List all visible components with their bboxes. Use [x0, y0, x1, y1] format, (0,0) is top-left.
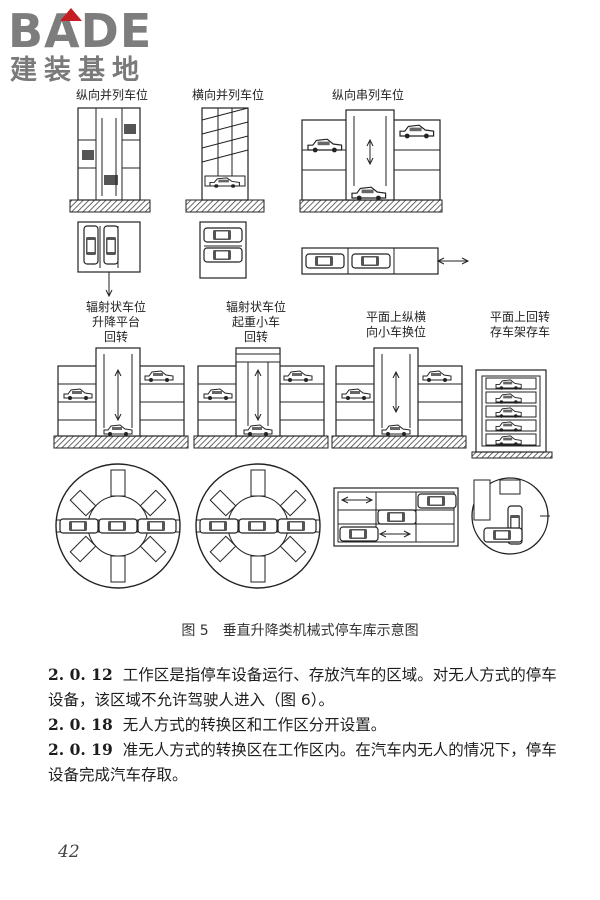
plan-transverse-parallel: [199, 221, 247, 279]
plan-radial-lift-platform: [55, 463, 181, 589]
paragraph-2-0-18: 2. 0. 18 无人方式的转换区和工作区分开设置。: [48, 712, 558, 738]
label-longitudinal-series: 纵向串列车位: [331, 88, 404, 102]
plan-radial-crane-trolley: [195, 463, 321, 589]
elevation-longitudinal-parallel: [69, 107, 151, 213]
plan-plane-rotary-rack: [471, 477, 550, 555]
clause-text: 准无人方式的转换区在工作区内。在汽车内无人的情况下，停车设备完成汽车存取。: [48, 741, 557, 784]
label-radial-lift-platform: 辐射状车位 升降平台 回转: [85, 300, 146, 344]
label-radial-crane-trolley: 辐射状车位 起重小车 回转: [225, 300, 286, 344]
clause-text: 工作区是指停车设备运行、存放汽车的区域。对无人方式的停车设备，该区域不允许驾驶人…: [48, 666, 557, 709]
plan-longitudinal-parallel: [77, 221, 141, 298]
label-longitudinal-parallel: 纵向并列车位: [75, 88, 148, 102]
logo-subtitle: 建装基地: [10, 55, 146, 86]
clause-number: 2. 0. 19: [48, 740, 113, 759]
elevation-longitudinal-series: [299, 109, 443, 213]
elevation-plane-trolley-transfer: [331, 347, 467, 449]
label-plane-trolley-transfer: 平面上纵横 向小车换位: [365, 310, 426, 339]
elevation-transverse-parallel: [185, 107, 265, 213]
elevation-radial-crane-trolley: [193, 347, 329, 449]
elevation-plane-rotary-rack: [471, 369, 553, 459]
plan-plane-trolley-transfer: [333, 487, 459, 547]
bade-logo: BADE 建装基地: [8, 6, 178, 88]
clause-number: 2. 0. 18: [48, 715, 113, 734]
elevation-radial-lift-platform: [53, 347, 189, 449]
clause-number: 2. 0. 12: [48, 665, 113, 684]
label-transverse-parallel: 横向并列车位: [191, 88, 264, 102]
logo-accent-mark: [60, 8, 82, 21]
label-plane-rotary-rack: 平面上回转 存车架存车: [489, 310, 550, 339]
parking-diagram-figure: [53, 107, 553, 589]
plan-longitudinal-series: [301, 247, 470, 275]
clause-text: 无人方式的转换区和工作区分开设置。: [122, 716, 387, 734]
figure-caption: 图 5 垂直升降类机械式停车库示意图: [181, 623, 419, 639]
page-number: 42: [58, 842, 80, 862]
